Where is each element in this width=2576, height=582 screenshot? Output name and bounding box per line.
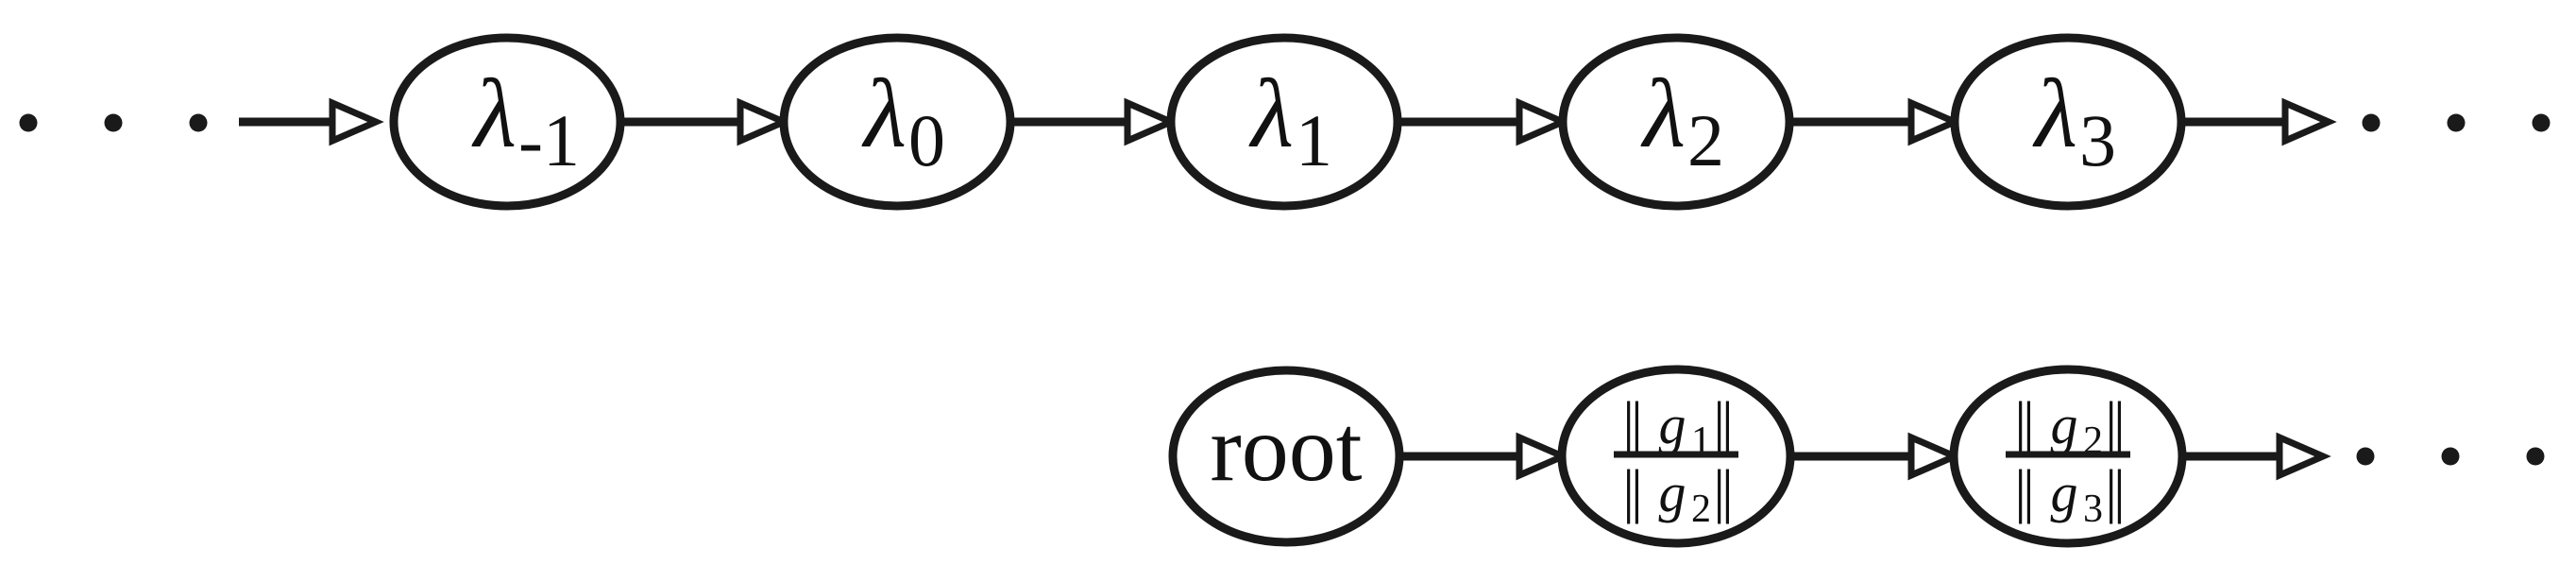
numerator-symbol: g [1659,394,1686,455]
ellipsis-right-icon [2356,447,2545,466]
node-lambda-2: λ 2 [1558,33,1794,211]
arrow-icon [2181,97,2337,146]
node-label-subscript: -1 [518,99,580,181]
dot-icon [189,113,208,132]
arrow-icon [239,97,384,146]
denominator-symbol: g [2051,462,2078,523]
denominator-subscript: 2 [1691,488,1711,531]
dot-icon [2362,113,2381,132]
node-label-subscript: 2 [1687,99,1724,181]
node-label: λ [861,60,907,168]
dot-icon [2356,447,2375,466]
dot-icon [2526,447,2545,466]
dot-icon [2447,113,2466,132]
arrow-icon [1010,97,1179,146]
node-label: root [1210,396,1362,501]
numerator-norm-close: || [2105,389,2122,456]
node-root: root [1168,366,1404,547]
numerator-norm-close: || [1713,389,1730,456]
node-label: λ [1248,60,1294,168]
dot-icon [2441,447,2460,466]
denominator-subscript: 3 [2083,488,2103,531]
node-lambda-minus1: λ -1 [389,33,625,211]
denominator-symbol: g [1659,462,1686,523]
node-label: λ [471,60,517,168]
node-ratio-g1-g2: || g 1 || || g 2 || [1557,365,1795,548]
numerator-symbol: g [2051,394,2078,455]
arrow-icon [1398,97,1571,146]
node-label-subscript: 0 [908,99,945,181]
node-label-subscript: 3 [2079,99,2116,181]
denominator-norm-close: || [2105,457,2122,524]
node-lambda-3: λ 3 [1950,33,2186,211]
arrow-icon [620,97,792,146]
node-label-subscript: 1 [1296,99,1332,181]
node-ratio-g2-g3: || g 2 || || g 3 || [1949,365,2187,548]
node-label: λ [1640,60,1686,168]
node-lambda-1: λ 1 [1166,33,1402,211]
denominator-norm-open: || [1622,457,1639,524]
numerator-norm-open: || [1622,389,1639,456]
arrow-icon [1790,432,1963,481]
denominator-norm-close: || [1713,457,1730,524]
dot-icon [104,113,123,132]
arrow-icon [2182,432,2331,481]
ellipsis-left-icon [19,113,208,132]
top-chain: λ -1 λ 0 λ 1 [19,33,2551,211]
numerator-norm-open: || [2014,389,2031,456]
arrow-icon [1399,432,1571,481]
arrow-icon [1789,97,1963,146]
dot-icon [2532,113,2551,132]
node-lambda-0: λ 0 [779,33,1015,211]
denominator-norm-open: || [2014,457,2031,524]
bottom-chain: root || g 1 || || g 2 || || [1168,365,2545,548]
node-label: λ [2032,60,2077,168]
ellipsis-right-icon [2362,113,2551,132]
dot-icon [19,113,38,132]
